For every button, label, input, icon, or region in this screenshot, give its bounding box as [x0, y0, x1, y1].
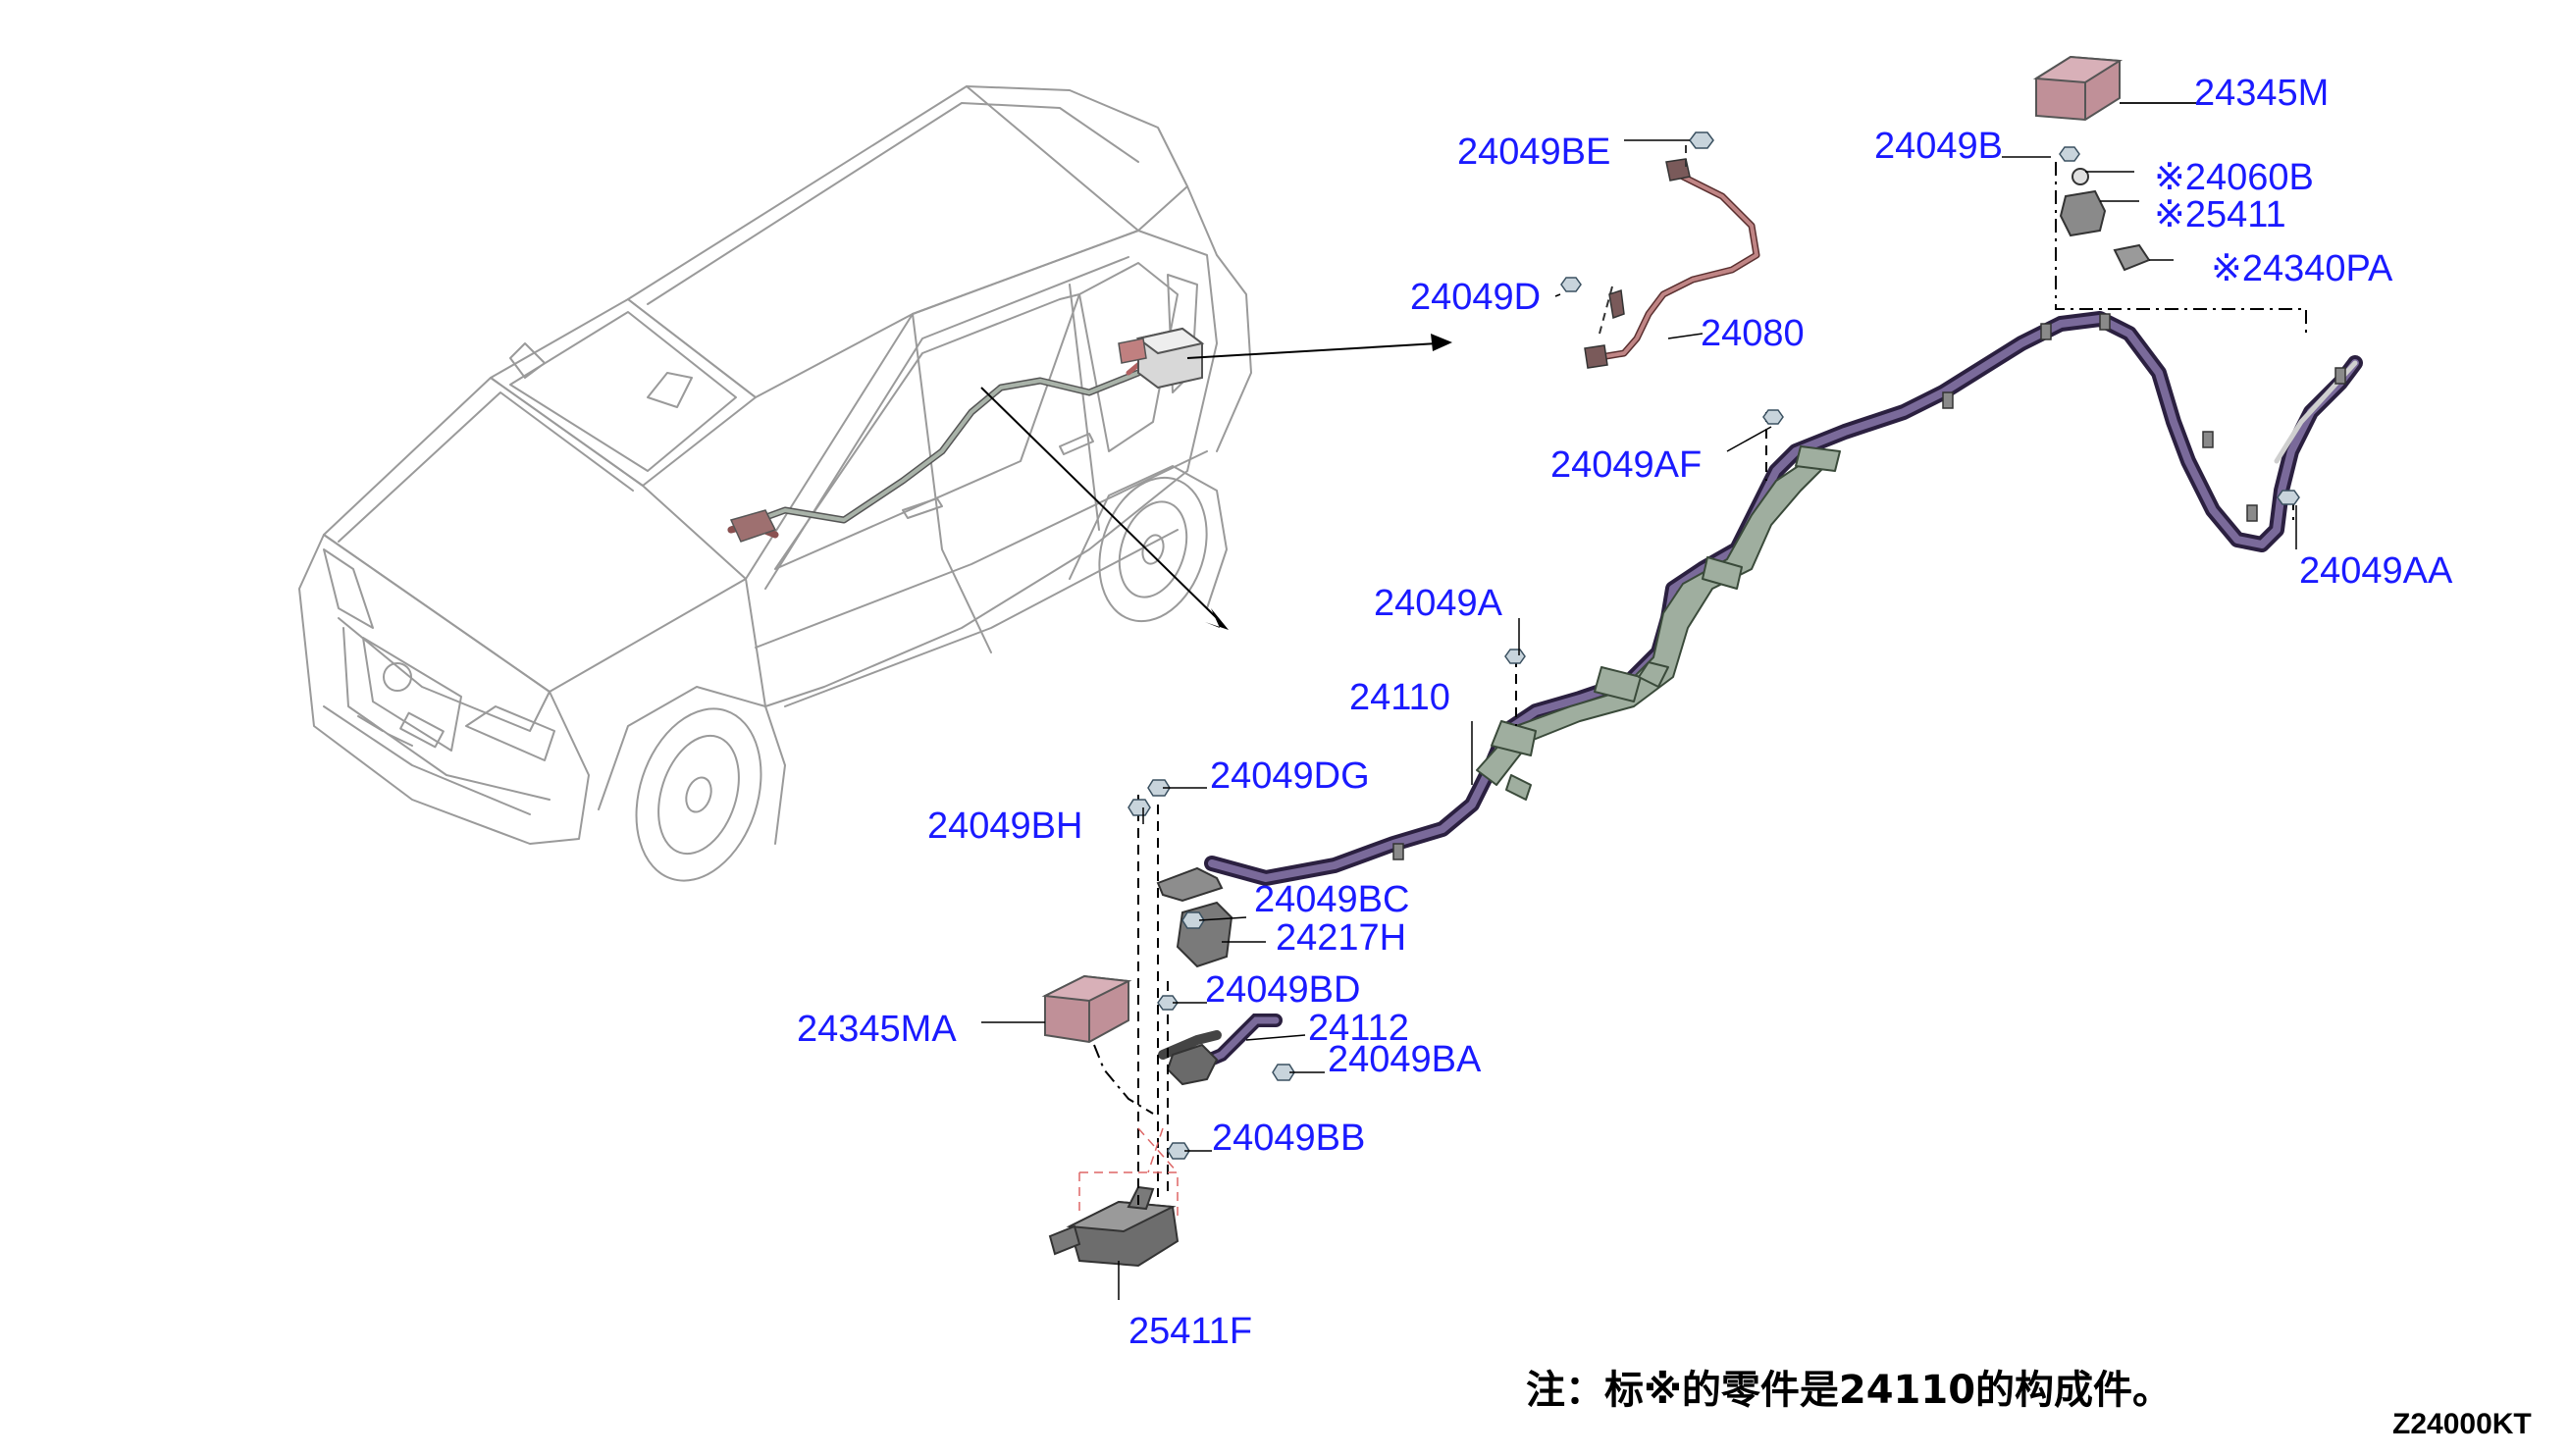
- cable-24080-bolt-hint: [1599, 145, 1687, 335]
- label-24110: 24110: [1349, 677, 1450, 718]
- bolt-icons: [1128, 131, 2300, 1160]
- label-24060B: ※24060B: [2154, 157, 2314, 198]
- label-24049DG: 24049DG: [1210, 755, 1370, 797]
- label-25411F: 25411F: [1128, 1311, 1253, 1352]
- cover-24345M: [2032, 55, 2124, 122]
- arrow-heads: [1205, 334, 1452, 630]
- fuse-block-25411F: [1048, 1185, 1180, 1268]
- callout-arrows: [980, 342, 1439, 619]
- terminal-assembly-25411: [2059, 168, 2151, 272]
- label-24049BE: 24049BE: [1457, 131, 1611, 173]
- cable-24080: [1591, 168, 1760, 362]
- label-24049BB: 24049BB: [1212, 1118, 1366, 1159]
- label-24049BA: 24049BA: [1328, 1039, 1482, 1080]
- vehicle-battery: [1118, 327, 1205, 390]
- leader-lines: [981, 102, 2297, 1300]
- label-24049BD: 24049BD: [1205, 969, 1361, 1011]
- cover-24345MA: [1041, 974, 1132, 1044]
- label-24049A: 24049A: [1374, 583, 1503, 624]
- label-24049BH: 24049BH: [927, 806, 1083, 847]
- label-24049BC: 24049BC: [1254, 879, 1410, 920]
- label-24340PA: ※24340PA: [2211, 248, 2393, 289]
- right-group-dashdot: [2055, 162, 2307, 338]
- label-24345MA: 24345MA: [797, 1009, 957, 1050]
- vehicle-harness: [727, 340, 1180, 539]
- lower-group-dashdot: [1093, 1044, 1154, 1115]
- footnote: 注：标※的零件是24110的构成件。: [1526, 1368, 2173, 1413]
- cable-24110-clips: [1392, 313, 2346, 860]
- lower-group-dash-lines: [1137, 412, 2294, 1207]
- label-25411: ※25411: [2154, 194, 2286, 235]
- label-24049AA: 24049AA: [2299, 550, 2453, 592]
- red-dashed-frame: [1078, 1127, 1179, 1217]
- label-24049AF: 24049AF: [1550, 444, 1703, 486]
- cable-24110-protector: [1476, 445, 1841, 801]
- label-24112: 24112: [1308, 1008, 1409, 1049]
- label-24345M: 24345M: [2194, 73, 2330, 114]
- label-24080: 24080: [1701, 313, 1805, 354]
- vehicle-front-connector: [729, 509, 777, 543]
- vehicle-outline: [298, 85, 1252, 882]
- cable-24080-terminals: [1584, 158, 1691, 369]
- label-24217H: 24217H: [1276, 917, 1407, 959]
- label-24049B: 24049B: [1874, 126, 2004, 167]
- label-24049D: 24049D: [1410, 277, 1542, 318]
- diagram-code: Z24000KT: [2392, 1408, 2532, 1440]
